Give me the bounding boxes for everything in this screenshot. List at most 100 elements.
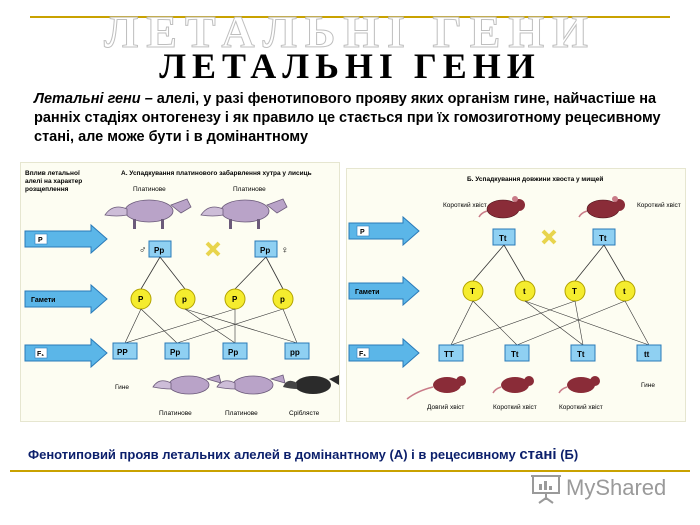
- arrow-f1-right: F₁: [348, 337, 420, 369]
- mouse-gamete-2: t: [514, 280, 536, 302]
- gamete-1: P: [130, 288, 152, 310]
- presentation-board-icon: [531, 475, 561, 504]
- offspring-mouse-1: [406, 376, 466, 400]
- parent-label-2: Платинове: [233, 186, 266, 193]
- side-title-line3: розщеплення: [25, 186, 69, 193]
- parent-mouse-1: [478, 196, 525, 219]
- mouse-offspring-label-3: Короткий хвіст: [559, 403, 603, 411]
- offspring-mouse-2: [492, 376, 534, 394]
- gamete-4: p: [272, 288, 294, 310]
- svg-text:TT: TT: [444, 350, 454, 359]
- parent-gamete-lines: [140, 256, 284, 290]
- mouse-offspring-label-4: Гине: [641, 382, 655, 389]
- gamete-3: P: [224, 288, 246, 310]
- mouse-heading: Б. Успадкування довжини хвоста у мищей: [467, 175, 603, 183]
- svg-text:Гамети: Гамети: [355, 289, 379, 296]
- mouse-offspring-box-3: Tt: [570, 344, 596, 362]
- parent-mouse-2: [578, 196, 625, 219]
- mouse-gamete-1: T: [462, 280, 484, 302]
- parent-fox-1: [104, 198, 192, 229]
- arrow-p: P: [24, 223, 108, 255]
- arrow-p-label: P: [38, 237, 43, 244]
- offspring-label-3: Платинове: [225, 410, 258, 417]
- svg-text:Tt: Tt: [511, 350, 519, 359]
- definition-term: Летальні гени –: [34, 91, 153, 107]
- svg-text:PP: PP: [117, 348, 128, 357]
- parent-label-1: Платинове: [133, 186, 166, 193]
- svg-text:Pp: Pp: [170, 348, 180, 357]
- mouse-parent-label-1: Короткий хвіст: [443, 201, 487, 209]
- svg-text:p: p: [182, 295, 187, 304]
- svg-text:pp: pp: [290, 348, 300, 357]
- mouse-gamete-3: T: [564, 280, 586, 302]
- mouse-parent-gamete-lines: [472, 244, 626, 282]
- title-rule-top: [30, 16, 670, 18]
- mouse-offspring-box-2: Tt: [504, 344, 530, 362]
- mouse-offspring-label-1: Довгий хвіст: [427, 403, 464, 411]
- arrow-p-right: P: [348, 215, 420, 247]
- mouse-parent-box-2: Tt: [592, 228, 616, 246]
- parent-genotype-1: Pp: [154, 246, 164, 255]
- offspring-box-1: PP: [112, 342, 138, 360]
- mouse-diagram: Б. Успадкування довжини хвоста у мищей P…: [348, 175, 681, 411]
- fox-diagram: Вплив летальної алелі на характер розщеп…: [24, 169, 339, 417]
- title-shadow: ЛЕТАЛЬНІ ГЕНИ: [104, 6, 596, 57]
- mouse-parent-box-1: Tt: [492, 228, 516, 246]
- svg-text:T: T: [470, 287, 475, 296]
- svg-text:tt: tt: [644, 350, 650, 359]
- offspring-mouse-3: [558, 376, 600, 394]
- offspring-label-4: Сріблясте: [289, 409, 320, 417]
- caption-big: стані: [519, 446, 557, 463]
- mouse-parent-label-2: Короткий хвіст: [637, 201, 681, 209]
- cross-icon-right: [541, 229, 557, 245]
- arrow-gametes: Гамети: [24, 283, 108, 315]
- arrow-f1: F₁: [24, 337, 108, 369]
- svg-text:t: t: [523, 287, 526, 296]
- svg-text:P: P: [232, 295, 238, 304]
- arrow-f1-label: F₁: [37, 351, 44, 358]
- mouse-offspring-box-1: TT: [438, 344, 464, 362]
- svg-text:p: p: [280, 295, 285, 304]
- mouse-offspring-box-4: tt: [636, 344, 662, 362]
- cross-icon: [205, 241, 221, 257]
- mouse-gamete-offspring-lines: [450, 300, 650, 346]
- svg-text:T: T: [572, 287, 577, 296]
- caption-main: Фенотиповий прояв летальних алелей в дом…: [28, 447, 520, 462]
- male-sign-icon: ♂: [139, 245, 147, 256]
- svg-text:Pp: Pp: [228, 348, 238, 357]
- gamete-offspring-lines: [124, 308, 298, 344]
- arrow-gametes-label: Гамети: [31, 297, 55, 304]
- bottom-rule: [10, 470, 690, 472]
- svg-text:Tt: Tt: [499, 234, 507, 243]
- watermark: MyShared: [530, 472, 690, 504]
- offspring-box-2: Pp: [164, 342, 190, 360]
- watermark-text: MyShared: [566, 475, 667, 500]
- offspring-box-3: Pp: [222, 342, 248, 360]
- female-sign-icon: ♀: [281, 245, 289, 256]
- mouse-gamete-4: t: [614, 280, 636, 302]
- svg-text:t: t: [623, 287, 626, 296]
- offspring-label-2: Платинове: [159, 410, 192, 417]
- figure-caption: Фенотиповий прояв летальних алелей в дом…: [28, 446, 688, 463]
- offspring-box-4: pp: [284, 342, 310, 360]
- svg-text:P: P: [138, 295, 144, 304]
- page-title: ЛЕТАЛЬНІ ГЕНИ: [159, 46, 541, 86]
- svg-text:Tt: Tt: [577, 350, 585, 359]
- caption-end: (Б): [556, 447, 579, 462]
- definition-body: алелі, у разі фенотипового прояву яких о…: [34, 91, 661, 145]
- parent-genotype-2: Pp: [260, 246, 270, 255]
- svg-text:Tt: Tt: [599, 234, 607, 243]
- offspring-fox-3: [216, 374, 286, 395]
- mouse-offspring-label-2: Короткий хвіст: [493, 403, 537, 411]
- arrow-gametes-right: Гамети: [348, 275, 420, 307]
- definition-text: Летальні гени – алелі, у разі фенотипово…: [34, 90, 684, 147]
- svg-text:F₁: F₁: [359, 351, 366, 358]
- panel-mouse: Б. Успадкування довжини хвоста у мищей P…: [346, 168, 686, 422]
- offspring-fox-4: [283, 375, 339, 394]
- panel-fox: Вплив летальної алелі на характер розщеп…: [20, 162, 340, 422]
- svg-text:P: P: [360, 229, 365, 236]
- side-title-line1: Вплив летальної: [25, 170, 80, 177]
- fox-heading: А. Успадкування платинового забарвлення …: [121, 169, 312, 177]
- parent-fox-2: [200, 198, 288, 229]
- side-title-line2: алелі на характер: [25, 177, 82, 185]
